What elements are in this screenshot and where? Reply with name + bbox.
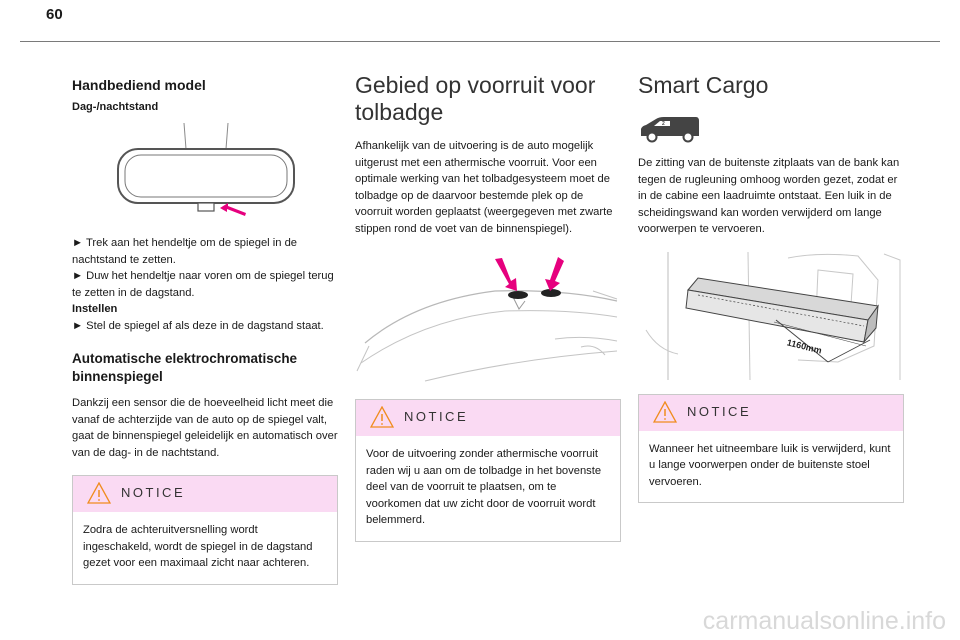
notice-header: NOTICE — [639, 394, 903, 431]
subheading-day-night: Dag-/nachtstand — [72, 101, 159, 113]
section-heading-toll-badge: Gebied op voorruit voor tolbadge — [355, 72, 596, 125]
van-icon: 2 — [638, 115, 904, 143]
notice-label: NOTICE — [404, 409, 469, 424]
instellen-label: Instellen — [72, 303, 118, 315]
column-smart-cargo: Smart Cargo 2 De zitting van de buitenst… — [638, 62, 904, 503]
section-heading-electrochromatic: Automatische elektrochromatische binnens… — [72, 351, 298, 384]
notice-text: Zodra de achteruitversnelling wordt inge… — [83, 524, 313, 569]
rear-view-mirror-illustration — [116, 121, 338, 231]
notice-text: Wanneer het uitneembare luik is verwijde… — [649, 442, 891, 488]
warning-triangle-icon — [87, 482, 111, 504]
column-manual-mirror: Handbediend model Dag-/nachtstand ► Trek… — [72, 62, 338, 585]
column-toll-badge: Gebied op voorruit voor tolbadge Afhanke… — [355, 62, 621, 542]
cargo-load-illustration: 1160mm — [638, 250, 904, 386]
van-badge: 2 — [662, 121, 665, 127]
notice-label: NOTICE — [121, 485, 186, 500]
warning-triangle-icon — [370, 406, 394, 428]
warning-triangle-icon — [653, 400, 677, 423]
notice-label: NOTICE — [687, 403, 752, 419]
notice-box-reverse-gear: NOTICE Zodra de achteruitversnelling wor… — [72, 475, 338, 585]
dimension-label: 1160mm — [786, 337, 823, 355]
notice-box-non-athermic: NOTICE Voor de uitvoering zonder athermi… — [355, 399, 621, 542]
instruction-day: ► Duw het hendeltje naar voren om de spi… — [72, 270, 334, 299]
notice-text: Voor de uitvoering zonder athermische vo… — [366, 448, 602, 526]
smart-cargo-text: De zitting van de buitenste zitplaats va… — [638, 157, 900, 235]
instellen-text: ► Stel de spiegel af als deze in de dags… — [72, 319, 324, 332]
windscreen-illustration — [355, 251, 621, 391]
watermark: carmanualsonline.info — [702, 607, 946, 635]
notice-box-removable-hatch: NOTICE Wanneer het uitneembare luik is v… — [638, 393, 904, 503]
electrochromatic-text: Dankzij een sensor die de hoeveelheid li… — [72, 397, 338, 459]
notice-header: NOTICE — [356, 400, 620, 436]
instruction-night: ► Trek aan het hendeltje om de spiegel i… — [72, 237, 298, 266]
toll-badge-text: Afhankelijk van de uitvoering is de auto… — [355, 140, 613, 235]
notice-header: NOTICE — [73, 476, 337, 512]
header-divider — [20, 41, 940, 42]
section-heading-manual-model: Handbediend model — [72, 77, 206, 93]
section-heading-smart-cargo: Smart Cargo — [638, 72, 769, 98]
page-number: 60 — [46, 6, 63, 23]
